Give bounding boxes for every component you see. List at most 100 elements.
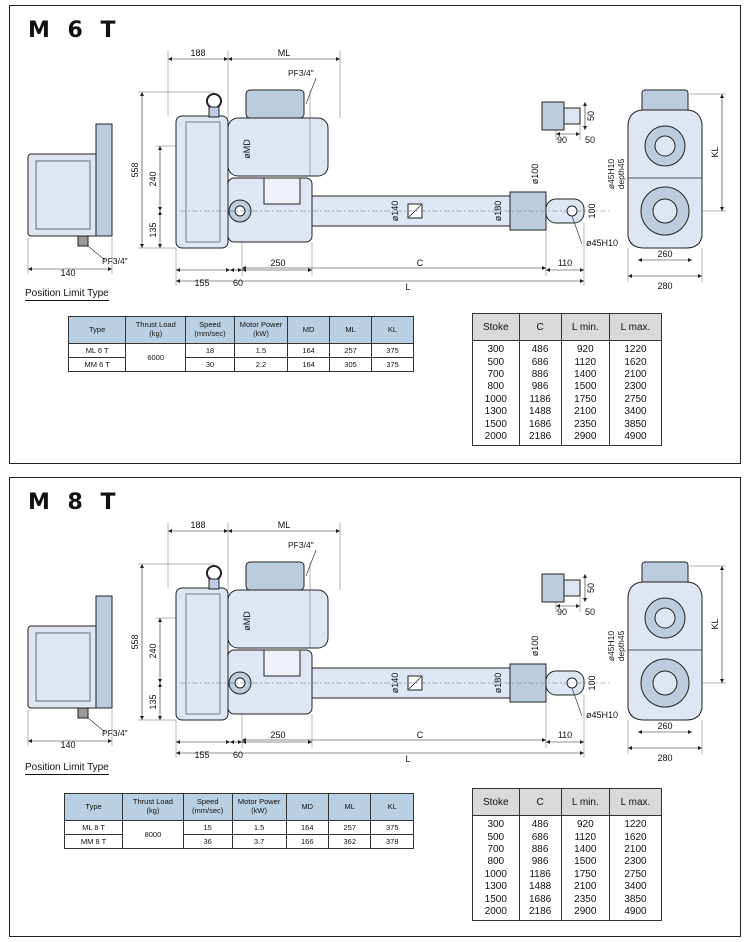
dimension-label: 188 bbox=[190, 48, 205, 58]
tube-window-mark bbox=[408, 204, 422, 218]
dimension-label: PF3/4" bbox=[102, 256, 128, 266]
cell-c: 986 bbox=[518, 856, 562, 869]
col-thrust: Thrust Load (kg) bbox=[125, 316, 187, 344]
cell-lmax: 2300 bbox=[608, 381, 663, 394]
cell-c: 686 bbox=[518, 831, 562, 844]
col-stroke: Stoke bbox=[472, 313, 520, 341]
dimension-label: KL bbox=[710, 618, 720, 629]
clevis-detail-body bbox=[541, 101, 565, 131]
cell-lmax: 2750 bbox=[608, 868, 663, 881]
dimension-label: 260 bbox=[657, 249, 672, 259]
tube-window-mark bbox=[408, 676, 422, 690]
cell-lmin: 1750 bbox=[560, 393, 610, 406]
dimension-label: ML bbox=[278, 520, 291, 530]
limit-switch-cover bbox=[35, 632, 91, 702]
cell-kl: 378 bbox=[370, 834, 414, 849]
col-type: Type bbox=[63, 793, 124, 821]
dimension-label: ø45H10 bbox=[606, 159, 616, 190]
col-stroke: Stoke bbox=[472, 788, 520, 816]
col-lmin: L min. bbox=[560, 788, 610, 816]
cell-lmin: 2900 bbox=[560, 430, 610, 447]
cell-power: 3.7 bbox=[231, 834, 287, 849]
dimension-arrows bbox=[158, 211, 162, 248]
limit-switch-block bbox=[263, 649, 301, 677]
dimension-label: 240 bbox=[148, 171, 158, 186]
cell-lmin: 2100 bbox=[560, 405, 610, 419]
dimension-label: 260 bbox=[657, 721, 672, 731]
limit-switch-box bbox=[27, 153, 99, 237]
dimension-label: 90 bbox=[557, 607, 567, 617]
dimension-label: 135 bbox=[148, 694, 158, 709]
cell-lmax: 2750 bbox=[608, 393, 663, 406]
cable-gland bbox=[77, 707, 89, 719]
dimension-label: L bbox=[405, 754, 410, 764]
col-speed: Speed (mm/sec) bbox=[185, 316, 235, 344]
cell-lmax: 3400 bbox=[608, 405, 663, 419]
dimension-label: PF3/4" bbox=[288, 68, 314, 78]
lifting-eye-base bbox=[208, 578, 220, 590]
col-kl: KL bbox=[371, 316, 414, 344]
gearbox-panel bbox=[185, 593, 221, 715]
cell-lmin: 920 bbox=[560, 815, 610, 832]
dimension-label: depth45 bbox=[616, 158, 626, 189]
dimension-label: 240 bbox=[148, 643, 158, 658]
leader-line bbox=[305, 77, 317, 105]
dimension-label: C bbox=[417, 730, 424, 740]
limit-switch-cover bbox=[35, 160, 91, 230]
cell-lmin: 2100 bbox=[560, 880, 610, 894]
dimension-arrows bbox=[158, 683, 162, 720]
cell-c: 1186 bbox=[518, 393, 562, 406]
cell-thrust: 6000 bbox=[125, 343, 187, 372]
cell-c: 1686 bbox=[518, 893, 562, 906]
cell-ml: 257 bbox=[328, 820, 372, 835]
spec-header-row: Type Thrust Load (kg) Speed (mm/sec) Mot… bbox=[63, 793, 414, 821]
dimension-label: 280 bbox=[657, 753, 672, 763]
cable-gland bbox=[77, 235, 89, 247]
spec-row: ML 8 T 8000 15 1.5 164 257 375 bbox=[63, 820, 414, 849]
cell-lmin: 2350 bbox=[560, 418, 610, 431]
dimension-label: ø100 bbox=[530, 164, 540, 185]
clevis-detail-body bbox=[541, 573, 565, 603]
cell-c: 1186 bbox=[518, 868, 562, 881]
dimension-label: ø180 bbox=[493, 673, 503, 694]
cell-stroke: 800 bbox=[472, 856, 520, 869]
cell-kl: 375 bbox=[370, 820, 414, 835]
dimension-label: 110 bbox=[558, 258, 572, 268]
dimension-label: 100 bbox=[587, 203, 597, 218]
col-power: Motor Power (kW) bbox=[233, 316, 289, 344]
cell-stroke: 1500 bbox=[472, 418, 520, 431]
cell-stroke: 1000 bbox=[472, 868, 520, 881]
dimension-label: 558 bbox=[130, 634, 140, 649]
position-limit-label: Position Limit Type bbox=[25, 762, 109, 775]
cell-type: ML 8 T bbox=[63, 820, 124, 835]
dimension-label: 558 bbox=[130, 162, 140, 177]
limit-switch-block bbox=[263, 177, 301, 205]
cell-c: 2186 bbox=[518, 430, 562, 447]
cell-speed: 30 bbox=[185, 357, 235, 372]
cell-lmin: 1400 bbox=[560, 843, 610, 857]
dimension-arrows bbox=[230, 740, 242, 744]
cell-lmax: 2100 bbox=[608, 368, 663, 382]
dimension-label: ø45H10 bbox=[586, 710, 618, 720]
cell-stroke: 1500 bbox=[472, 893, 520, 906]
dimension-label: 50 bbox=[585, 135, 595, 145]
dimension-label: ø140 bbox=[390, 673, 400, 694]
col-speed: Speed (mm/sec) bbox=[182, 793, 233, 821]
cell-c: 1488 bbox=[518, 880, 562, 894]
cell-ml: 257 bbox=[329, 343, 373, 358]
position-limit-label: Position Limit Type bbox=[25, 288, 109, 301]
dimension-label: øMD bbox=[242, 139, 252, 159]
